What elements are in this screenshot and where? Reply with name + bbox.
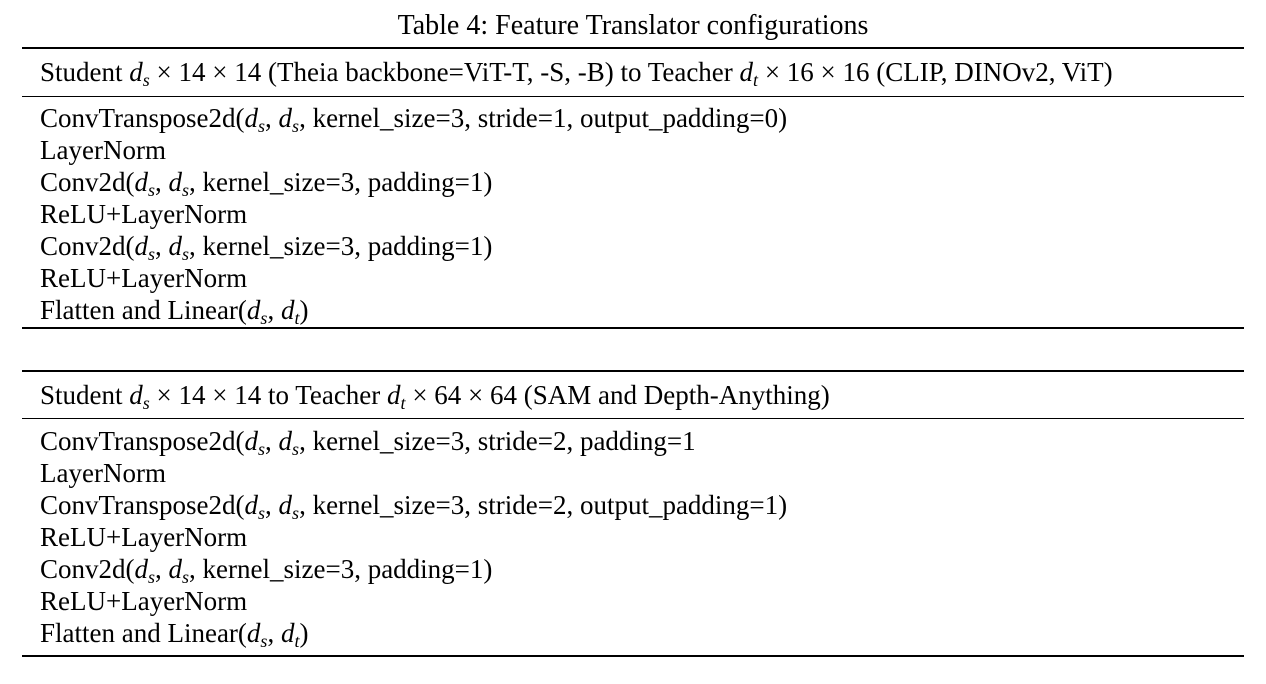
table1-bottom-rule bbox=[22, 327, 1244, 329]
ds-symbol: d bbox=[129, 380, 143, 410]
table2-row: ConvTranspose2d(ds, ds, kernel_size=3, s… bbox=[40, 426, 696, 459]
table1-row: Conv2d(ds, ds, kernel_size=3, padding=1) bbox=[40, 231, 493, 264]
table1-row: ReLU+LayerNorm bbox=[40, 263, 248, 293]
math-symbol-d: d bbox=[168, 231, 183, 261]
table2-header: Student ds × 14 × 14 to Teacher dt × 64 … bbox=[40, 379, 830, 413]
table2-row: ReLU+LayerNorm bbox=[40, 586, 248, 616]
math-symbol-d: d bbox=[134, 167, 149, 197]
math-symbol-d: d bbox=[244, 490, 259, 520]
table1-row: Conv2d(ds, ds, kernel_size=3, padding=1) bbox=[40, 167, 493, 200]
dt-subscript: t bbox=[753, 70, 759, 90]
table-caption: Table 4: Feature Translator configuratio… bbox=[397, 10, 869, 41]
table1-header: Student ds × 14 × 14 (Theia backbone=ViT… bbox=[40, 56, 1113, 90]
math-subscript: s bbox=[148, 180, 156, 200]
math-subscript: s bbox=[258, 503, 266, 523]
table2-row: Flatten and Linear(ds, dt) bbox=[40, 618, 309, 651]
table2-row: Conv2d(ds, ds, kernel_size=3, padding=1) bbox=[40, 554, 493, 587]
math-subscript: s bbox=[292, 503, 300, 523]
math-symbol-d: d bbox=[134, 554, 149, 584]
ds-subscript: s bbox=[142, 393, 150, 413]
table2-header-dim2: × 64 × 64 (SAM and Depth-Anything) bbox=[412, 380, 830, 410]
table1-header-dim1: × 14 × 14 (Theia backbone=ViT-T, -S, -B)… bbox=[156, 57, 733, 87]
table1-row: ConvTranspose2d(ds, ds, kernel_size=3, s… bbox=[40, 103, 788, 136]
math-symbol-d: d bbox=[244, 103, 259, 133]
math-subscript: s bbox=[258, 439, 266, 459]
dt-symbol: d bbox=[387, 380, 401, 410]
table2-header-student: Student bbox=[40, 380, 123, 410]
ds-symbol: d bbox=[129, 57, 143, 87]
math-symbol-d: d bbox=[278, 426, 293, 456]
math-symbol-d: d bbox=[168, 167, 183, 197]
table2-header-dim1: × 14 × 14 to Teacher bbox=[156, 380, 381, 410]
table2-row: ReLU+LayerNorm bbox=[40, 522, 248, 552]
table2-row: LayerNorm bbox=[40, 458, 166, 488]
table1-mid-rule bbox=[22, 96, 1244, 97]
table2-bottom-rule bbox=[22, 655, 1244, 657]
math-subscript: s bbox=[148, 244, 156, 264]
table1-row: Flatten and Linear(ds, dt) bbox=[40, 295, 309, 328]
math-symbol-d: d bbox=[246, 618, 261, 648]
table1-top-rule bbox=[22, 47, 1244, 49]
math-subscript: s bbox=[148, 567, 156, 587]
math-subscript: t bbox=[294, 631, 300, 651]
math-symbol-d: d bbox=[168, 554, 183, 584]
math-symbol-d: d bbox=[244, 426, 259, 456]
dt-symbol: d bbox=[739, 57, 754, 87]
math-subscript: s bbox=[258, 116, 266, 136]
math-subscript: s bbox=[182, 180, 190, 200]
math-subscript: s bbox=[182, 244, 190, 264]
math-subscript: s bbox=[182, 567, 190, 587]
table1-header-student: Student bbox=[40, 57, 123, 87]
math-symbol-d: d bbox=[278, 490, 293, 520]
math-symbol-d: d bbox=[134, 231, 149, 261]
math-subscript: s bbox=[292, 116, 300, 136]
math-symbol-d: d bbox=[280, 618, 295, 648]
table1-row: LayerNorm bbox=[40, 135, 166, 165]
math-symbol-d: d bbox=[280, 295, 295, 325]
dt-subscript: t bbox=[400, 393, 406, 413]
math-subscript: s bbox=[292, 439, 300, 459]
table2-top-rule bbox=[22, 370, 1244, 372]
math-subscript: s bbox=[260, 308, 268, 328]
math-subscript: s bbox=[260, 631, 268, 651]
table2-mid-rule bbox=[22, 418, 1244, 419]
math-symbol-d: d bbox=[246, 295, 261, 325]
table1-row: ReLU+LayerNorm bbox=[40, 199, 248, 229]
math-symbol-d: d bbox=[278, 103, 293, 133]
math-subscript: t bbox=[294, 308, 300, 328]
ds-subscript: s bbox=[142, 70, 150, 90]
table1-header-dim2: × 16 × 16 (CLIP, DINOv2, ViT) bbox=[764, 57, 1113, 87]
table2-row: ConvTranspose2d(ds, ds, kernel_size=3, s… bbox=[40, 490, 788, 523]
